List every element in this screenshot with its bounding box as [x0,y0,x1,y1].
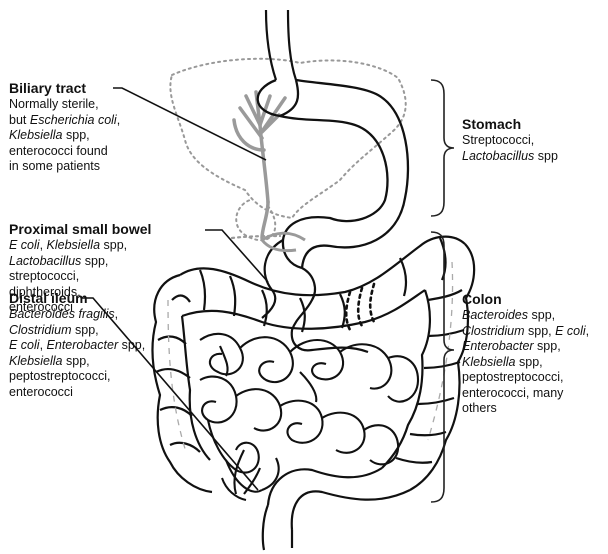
label-text: , [586,324,589,338]
stomach-title: Stomach [462,116,602,133]
label-text: spp [534,149,558,163]
label-text: spp, [81,254,108,268]
label-text: enterococci, many [462,386,563,400]
organism-name: Clostridium [9,323,72,337]
label-text: spp, [528,308,555,322]
label-text: peptostreptococci, [9,369,110,383]
biliary-tract-title: Biliary tract [9,80,159,97]
organism-name: Enterobacter [462,339,534,353]
organism-name: Enterobacter [47,338,119,352]
organism-name: Bacteroides [462,308,528,322]
label-text-line: Enterobacter spp, [462,339,606,355]
organism-name: Lactobacillus [462,149,534,163]
label-text: Normally sterile, [9,97,99,111]
label-text: in some patients [9,159,100,173]
proximal-small-bowel-title: Proximal small bowel [9,221,219,238]
colon-label: Colon Bacteroides spp,Clostridium spp, E… [462,291,606,417]
label-text: spp, [534,339,561,353]
label-text-line: E coli, Enterobacter spp, [9,338,159,354]
label-text: Streptococci, [462,133,534,147]
label-text: spp, [63,128,90,142]
label-text-line: peptostreptococci, [9,369,159,385]
label-text-line: in some patients [9,159,159,175]
biliary-tree [234,92,285,238]
label-text: spp, [100,238,127,252]
biliary-tract-organisms: Normally sterile,but Escherichia coli,Kl… [9,97,159,175]
organism-name: Escherichia coli [30,113,117,127]
liver-outline [170,59,405,218]
organism-name: Klebsiella [9,128,63,142]
label-text-line: streptococci, [9,269,219,285]
label-text: , [40,338,47,352]
label-text-line: Bacteroides fragilis, [9,307,159,323]
distal-ileum-organisms: Bacteroides fragilis,Clostridium spp,E c… [9,307,159,400]
label-text-line: enterococci, many [462,386,606,402]
label-text-line: enterococci found [9,144,159,160]
label-text: streptococci, [9,269,79,283]
stomach-label: Stomach Streptococci, Lactobacillus spp [462,116,602,164]
label-text: , [117,113,120,127]
label-text-line: Clostridium spp, [9,323,159,339]
label-text: , [115,307,118,321]
colon-organisms: Bacteroides spp,Clostridium spp, E coli,… [462,308,606,417]
stomach-organisms: Streptococci, Lactobacillus spp [462,133,602,164]
label-text-line: enterococci [9,385,159,401]
label-text: enterococci [9,385,73,399]
label-text-line: Klebsiella spp, [9,354,159,370]
organism-name: Lactobacillus [9,254,81,268]
stomach-brace [431,80,454,216]
stomach-outline [258,80,408,268]
label-text-line: peptostreptococci, [462,370,606,386]
label-text-line: Lactobacillus spp [462,149,602,165]
organism-name: E coli [9,338,40,352]
label-text: spp, [118,338,145,352]
label-text: enterococci found [9,144,108,158]
label-text: , [40,238,47,252]
colon-title: Colon [462,291,606,308]
organism-name: E coli [9,238,40,252]
label-text: others [462,401,497,415]
organism-name: Bacteroides fragilis [9,307,115,321]
esophagus [266,10,296,80]
label-text-line: Lactobacillus spp, [9,254,219,270]
organism-name: Klebsiella [47,238,101,252]
label-text: spp, [63,354,90,368]
label-text-line: Streptococci, [462,133,602,149]
label-text-line: Normally sterile, [9,97,159,113]
biliary-tract-label: Biliary tract Normally sterile, but Esche… [9,80,159,175]
label-text: spp, [525,324,556,338]
label-text-line: E coli, Klebsiella spp, [9,238,219,254]
organism-name: Clostridium [462,324,525,338]
label-text-line: others [462,401,606,417]
label-text-line: Klebsiella spp, [462,355,606,371]
colon-dotted-segment [346,284,374,330]
label-text: spp, [72,323,99,337]
label-text: peptostreptococci, [462,370,563,384]
label-text: spp, [516,355,543,369]
label-text: but [9,113,30,127]
distal-ileum-label: Distal ileum Bacteroides fragilis,Clostr… [9,290,159,400]
organism-name: Klebsiella [9,354,63,368]
label-text-line: but Escherichia coli, [9,113,159,129]
organism-name: E coli [555,324,586,338]
label-text-line: Bacteroides spp, [462,308,606,324]
organism-name: Klebsiella [462,355,516,369]
label-text-line: Klebsiella spp, [9,128,159,144]
distal-ileum-title: Distal ileum [9,290,159,307]
label-text-line: Clostridium spp, E coli, [462,324,606,340]
